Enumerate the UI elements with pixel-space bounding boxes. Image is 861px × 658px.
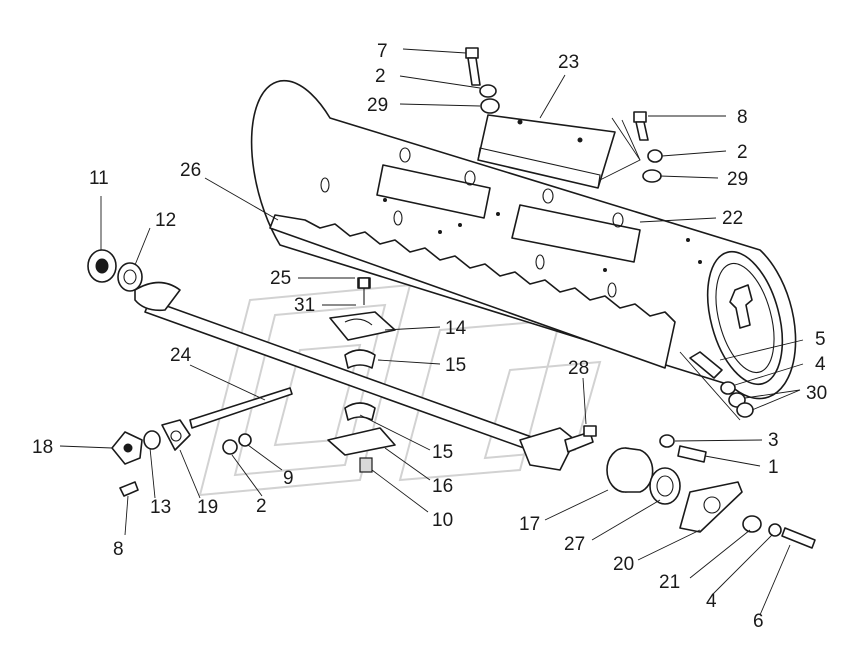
bearing-left: [87, 249, 143, 292]
callout-14: 14: [445, 318, 467, 339]
callout-16: 16: [432, 476, 453, 497]
callout-3: 3: [768, 430, 779, 451]
callout-21: 21: [659, 572, 680, 593]
callout-25: 25: [270, 268, 291, 289]
callout-2: 2: [256, 496, 267, 517]
callout-22: 22: [722, 208, 743, 229]
callout-2: 2: [737, 142, 748, 163]
callout-17: 17: [519, 514, 540, 535]
leader-lines: [59, 48, 804, 616]
callout-5: 5: [815, 329, 826, 350]
callout-19: 19: [197, 497, 218, 518]
fasteners: [111, 47, 754, 497]
callout-4: 4: [706, 591, 717, 612]
callout-12: 12: [155, 210, 176, 231]
callout-18: 18: [32, 437, 53, 458]
callout-28: 28: [568, 358, 589, 379]
callout-11: 11: [89, 168, 109, 189]
callout-4: 4: [815, 354, 826, 375]
shaft-rod: [134, 281, 594, 471]
callouts: 7 2 29 23 8 2 29 26 22 11 12 25 31 14 15…: [32, 41, 827, 632]
callout-1: 1: [768, 457, 779, 478]
callout-8: 8: [113, 539, 124, 560]
callout-23: 23: [558, 52, 579, 73]
end-assembly: [606, 447, 816, 549]
callout-31: 31: [294, 295, 315, 316]
callout-10: 10: [432, 510, 453, 531]
callout-15: 15: [432, 442, 453, 463]
callout-29: 29: [367, 95, 388, 116]
callout-27: 27: [564, 534, 585, 555]
callout-7: 7: [377, 41, 388, 62]
rod-24: [189, 387, 293, 429]
callout-9: 9: [283, 468, 294, 489]
callout-8: 8: [737, 107, 748, 128]
cover-plate: [477, 114, 616, 189]
callout-15: 15: [445, 355, 466, 376]
callout-2: 2: [375, 66, 386, 87]
callout-30: 30: [806, 383, 827, 404]
callout-29: 29: [727, 169, 748, 190]
callout-6: 6: [753, 611, 764, 632]
callout-26: 26: [180, 160, 201, 181]
callout-13: 13: [150, 497, 171, 518]
serrated-strip: [269, 214, 676, 369]
callout-24: 24: [170, 345, 192, 366]
callout-20: 20: [613, 554, 634, 575]
